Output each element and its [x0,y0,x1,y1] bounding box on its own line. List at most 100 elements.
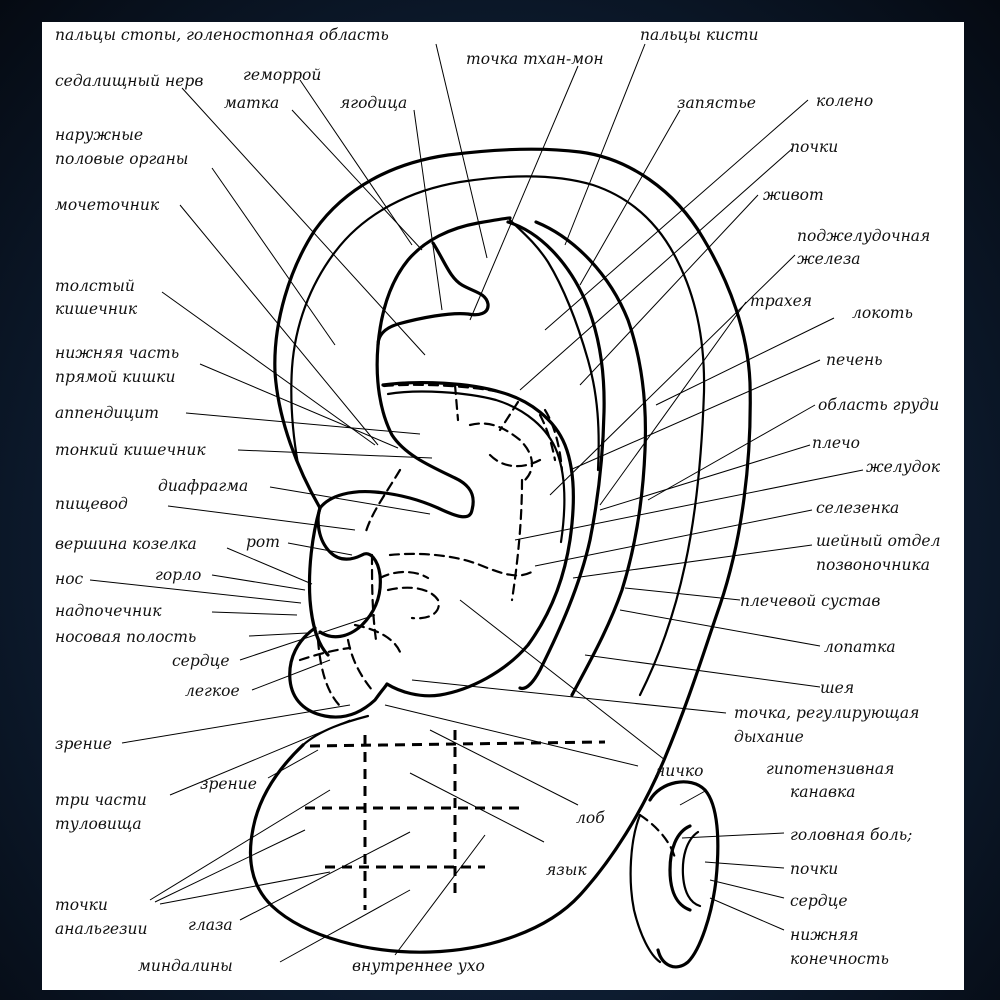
label-pancreas2: железа [797,250,861,268]
fossa-line [508,218,600,472]
label-fingers: пальцы кисти [640,26,759,44]
antihelix [318,216,512,519]
small-ear-groove [668,824,692,912]
tragus [316,506,382,639]
label-colon1: толстый [55,277,135,295]
label-rectum1: нижняя часть [55,344,179,362]
label-kidneys: почки [790,138,838,156]
ear-drawing [248,147,752,954]
label-toes: пальцы стопы, голеностопная область [55,26,389,44]
label-rectum2: прямой кишки [55,368,175,386]
label-genitals2: половые органы [55,150,188,168]
label-smallint: тонкий кишечник [55,441,206,459]
triangular-fossa [376,241,490,347]
label-innerear: внутреннее ухо [352,957,485,975]
zone-line [346,638,374,692]
labels: пальцы стопы, голеностопная область точк… [55,26,941,975]
label-pancreas1: поджелудочная [797,227,930,245]
label-hypo2: канавка [790,783,855,801]
label-colon2: кишечник [55,300,138,318]
tragus-outer [307,506,330,657]
label-neck: шея [820,679,854,697]
label-vision1: зрение [55,735,112,753]
zone-line [298,646,352,662]
label-buttock: ягодица [340,94,407,112]
label-liver: печень [826,351,883,369]
label-eyes: глаза [188,916,233,934]
label-breath2: дыхание [734,728,804,746]
label-nasal: носовая полость [55,628,196,646]
zone-line [353,623,402,654]
lobe-grid [309,740,606,748]
label-shoulderjoint: плечевой сустав [740,592,880,610]
label-adrenal: надпочечник [55,602,162,620]
antihelix-ridge-2 [534,220,648,697]
label-torso2: туловища [55,815,142,833]
diagram-paper [42,22,964,990]
label-uterus: матка [224,94,279,112]
label-elbow: локоть [852,304,913,322]
small-ear-inner [629,813,662,964]
label-scapula: лопатка [824,638,896,656]
label-vision2: зрение [200,775,257,793]
zone-line [543,408,564,472]
label-knee: колено [816,92,873,110]
antitragus [288,626,389,719]
label-hemorrhoid: геморрой [243,66,321,84]
small-ear-outline [648,780,720,969]
label-torso1: три части [55,791,147,809]
small-ear-inset [629,780,720,969]
label-sciatic: седалищный нерв [55,72,203,90]
zone-line [370,553,378,642]
zone-line [510,478,524,602]
label-headache: головная боль; [790,826,912,844]
zone-line [488,453,542,468]
label-cervical1: шейный отдел [816,532,940,550]
label-breath1: точка, регулирующая [734,704,919,722]
zone-line [538,413,557,462]
dashed-zones [298,383,606,910]
label-stomach: желудок [866,458,941,476]
label-appendix: аппендицит [55,404,159,422]
label-belly: живот [763,186,824,204]
label-analg1: точки [55,896,108,914]
label-nose: нос [55,570,84,588]
label-tragus: вершина козелка [55,535,197,553]
small-ear-groove-2 [681,830,702,908]
helix-inner [290,175,706,697]
label-mouth: рот [246,533,280,551]
label-trachea: трахея [750,292,812,310]
label-forehead: лоб [576,809,605,827]
label-shoulder: плечо [812,434,860,452]
label-throat: горло [155,566,201,584]
label-lowlimb1: нижняя [790,926,859,944]
concha-bowl [381,381,575,698]
label-tonsils: миндалины [138,957,233,975]
label-analg2: анальгезии [55,920,147,938]
intertragic-notch [301,714,370,747]
label-testicle: яичко [655,762,703,780]
label-heart2: сердце [790,892,848,910]
zone-line [468,422,533,482]
label-chest: область груди [818,396,939,414]
label-genitals1: наружные [55,126,143,144]
label-lowlimb2: конечность [790,950,889,968]
concha-edge [386,390,566,544]
label-heart: сердце [172,652,230,670]
label-esophagus: пищевод [55,495,128,513]
label-diaphragm: диафрагма [158,477,248,495]
label-wrist: запястье [677,94,756,112]
label-spleen: селезенка [816,499,899,517]
helix-outline [248,147,752,954]
zone-line [498,400,520,432]
zone-line [316,638,342,708]
zone-line [388,552,537,577]
label-hypo1: гипотензивная [766,760,894,778]
zone-line [386,586,440,620]
zone-line [382,383,502,394]
label-ureter: мочеточник [55,196,160,214]
label-cervical2: позвоночника [816,556,930,574]
antihelix-ridge-1 [506,220,606,691]
hypotensive-groove [638,813,677,860]
